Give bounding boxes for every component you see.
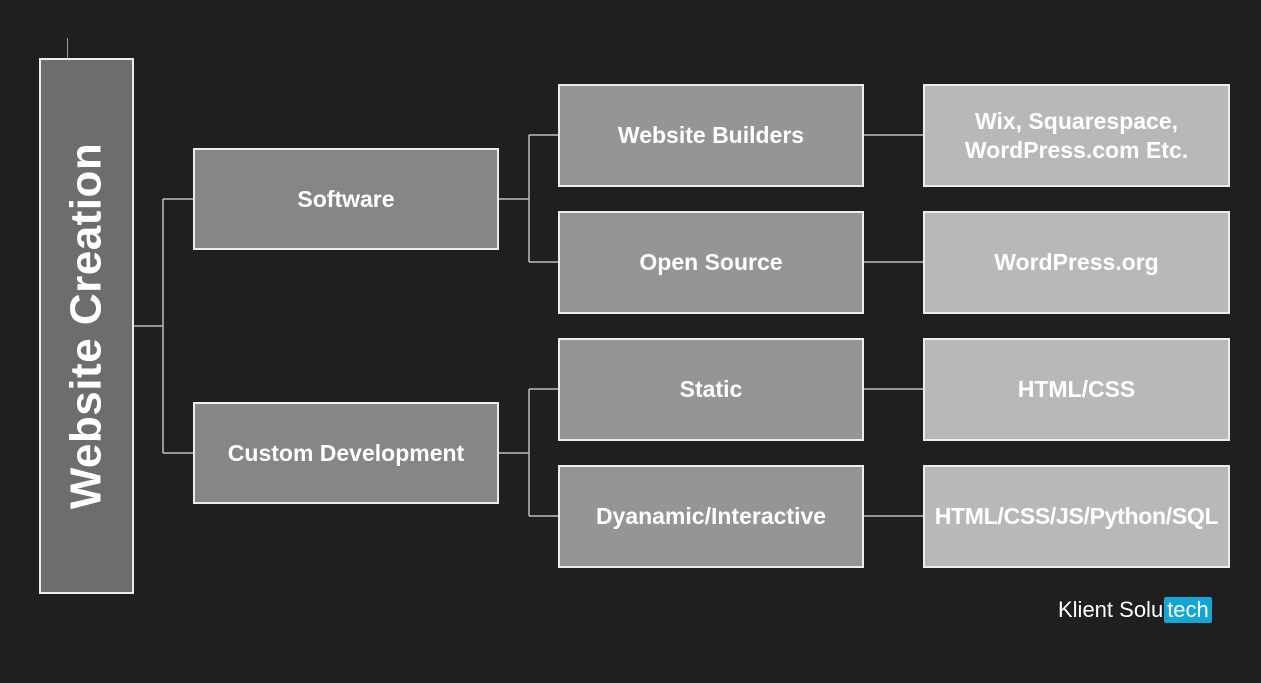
subcategory-label: Static xyxy=(679,376,743,402)
example-label: HTML/CSS/JS/Python/SQL xyxy=(934,503,1219,529)
example-node-dynamic: HTML/CSS/JS/Python/SQL xyxy=(923,465,1230,568)
category-node-software: Software xyxy=(193,148,499,250)
category-node-custom-development: Custom Development xyxy=(193,402,499,504)
connector-root-to-categories xyxy=(134,198,194,454)
connector-software-to-children xyxy=(498,134,559,263)
example-label: HTML/CSS xyxy=(1017,376,1136,402)
subcategory-label: Open Source xyxy=(639,249,783,275)
subcategory-node-dynamic-interactive: Dyanamic/Interactive xyxy=(558,465,864,568)
subcategory-node-website-builders: Website Builders xyxy=(558,84,864,187)
category-label: Custom Development xyxy=(227,439,465,466)
subcategory-node-open-source: Open Source xyxy=(558,211,864,314)
example-node-static: HTML/CSS xyxy=(923,338,1230,441)
root-node: Website Creation xyxy=(39,58,134,594)
decorative-tick-line xyxy=(67,38,68,68)
category-label: Software xyxy=(297,185,395,212)
example-node-open-source: WordPress.org xyxy=(923,211,1230,314)
example-label: WordPress.org xyxy=(994,249,1159,275)
subcategory-label: Dyanamic/Interactive xyxy=(595,503,827,529)
example-label: Wix, Squarespace, WordPress.com Etc. xyxy=(964,107,1189,163)
brand-name: Klient Solu xyxy=(1058,597,1164,622)
root-node-label: Website Creation xyxy=(61,142,111,510)
example-node-builders: Wix, Squarespace, WordPress.com Etc. xyxy=(923,84,1230,187)
brand-name-accent: tech xyxy=(1164,597,1212,623)
connector-custom-to-children xyxy=(498,388,559,517)
subcategory-label: Website Builders xyxy=(617,122,805,148)
subcategory-node-static: Static xyxy=(558,338,864,441)
